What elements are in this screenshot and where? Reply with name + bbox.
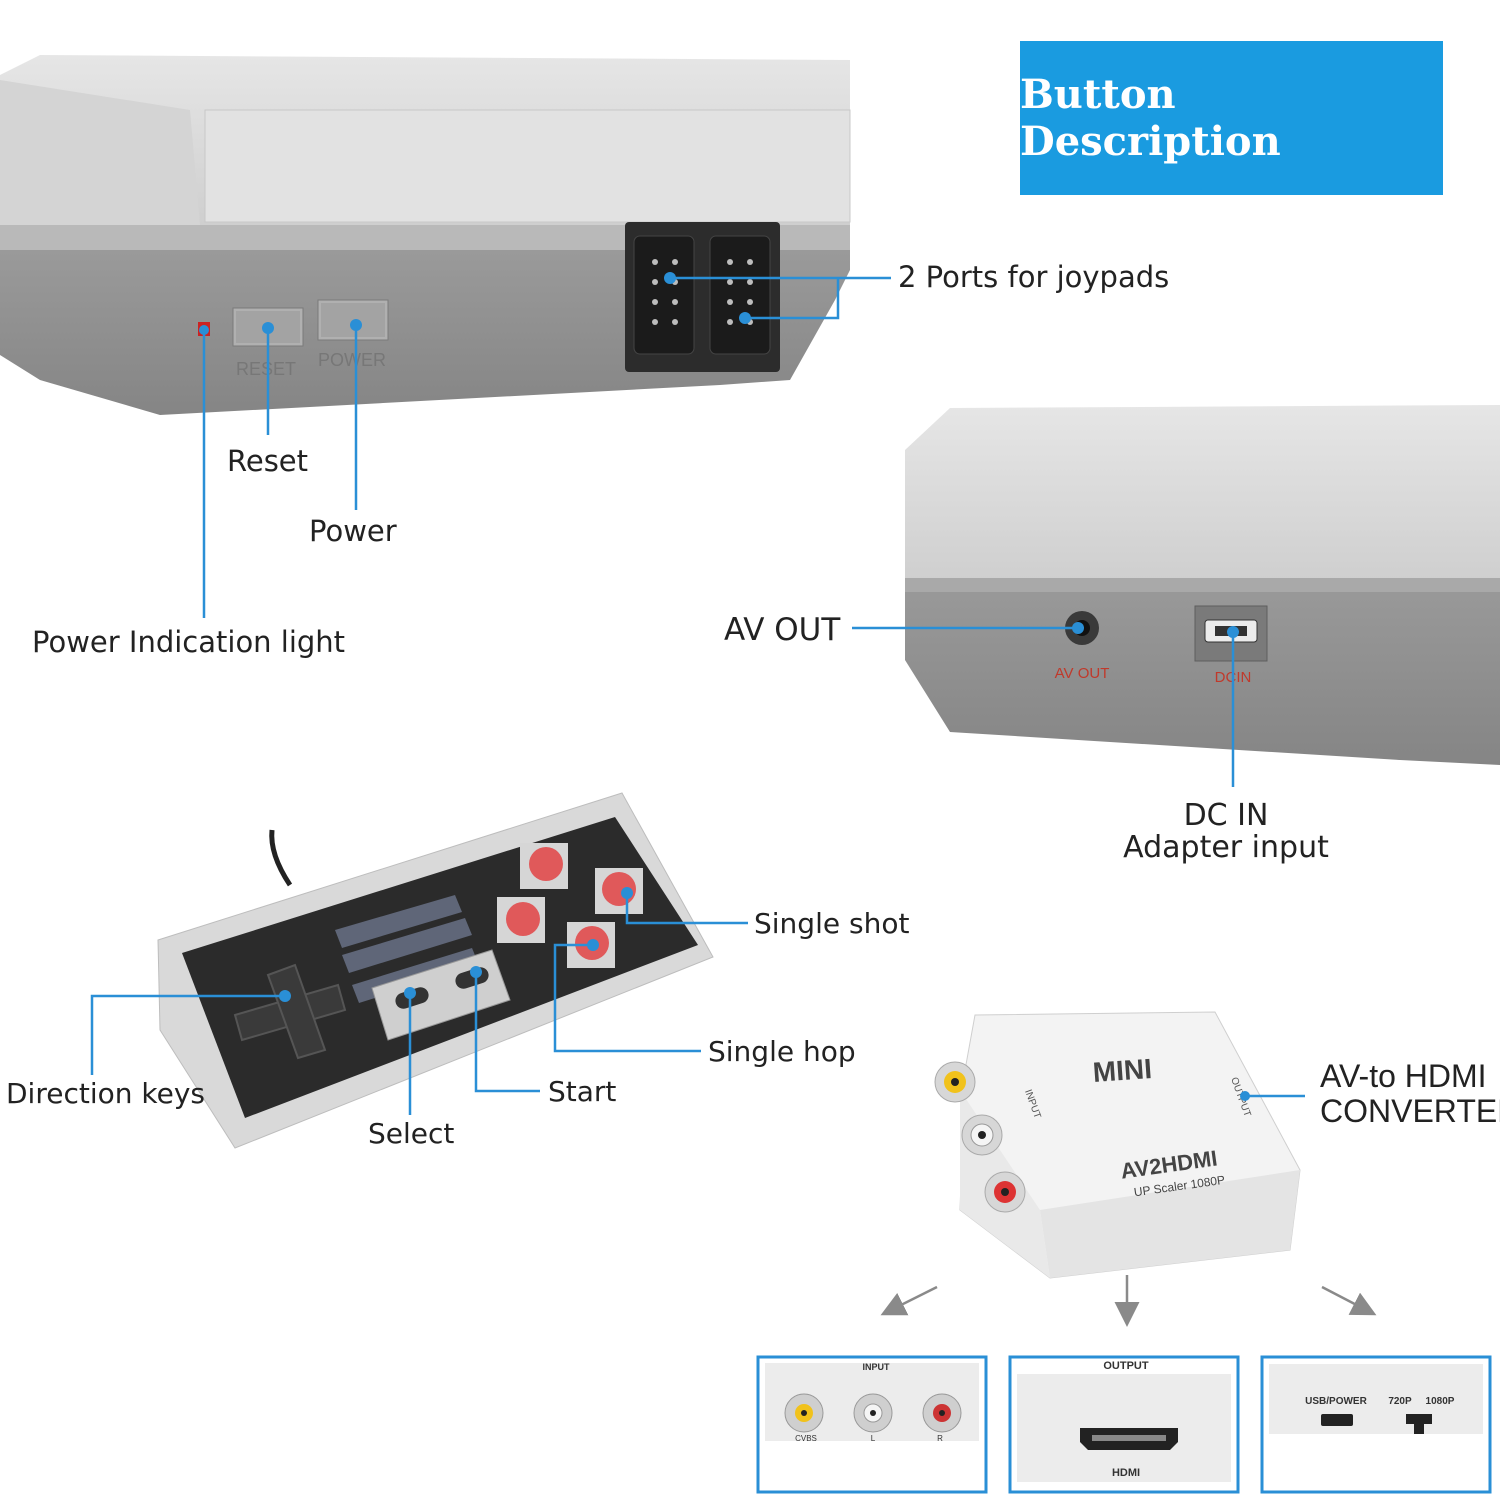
svg-text:USB/POWER: USB/POWER — [1305, 1396, 1367, 1407]
av-out-label: AV OUT — [724, 612, 841, 648]
console-back-callout-lines — [852, 626, 1235, 787]
select-label: Select — [368, 1117, 454, 1150]
svg-text:720P: 720P — [1388, 1396, 1412, 1407]
single-hop-label: Single hop — [708, 1035, 856, 1068]
svg-text:RESET: RESET — [236, 359, 296, 379]
converter-label-line2: CONVERTER — [1320, 1093, 1500, 1129]
console-back: AV OUT DCIN — [905, 405, 1500, 765]
detail-arrows — [880, 1275, 1377, 1327]
converter-label-line1: AV-to HDMI — [1320, 1058, 1487, 1094]
power-button: POWER — [317, 299, 389, 370]
svg-text:CVBS: CVBS — [795, 1434, 817, 1443]
single-shot-label: Single shot — [754, 907, 909, 940]
console-front-callout-lines — [202, 276, 891, 618]
svg-text:MINI: MINI — [1092, 1053, 1153, 1088]
svg-text:INPUT: INPUT — [863, 1362, 891, 1372]
action-buttons — [497, 843, 643, 968]
dc-in-label: DC IN — [1184, 798, 1269, 833]
svg-text:1080P: 1080P — [1426, 1396, 1455, 1407]
power-label: Power — [309, 514, 397, 548]
svg-text:HDMI: HDMI — [1112, 1467, 1140, 1479]
direction-keys-label: Direction keys — [6, 1077, 205, 1110]
power-indication-label: Power Indication light — [32, 625, 345, 659]
svg-text:L: L — [871, 1434, 876, 1443]
svg-text:POWER: POWER — [318, 350, 386, 370]
joypad-ports — [625, 222, 780, 372]
av2hdmi-converter: MINI AV2HDMI UP Scaler 1080P INPUT OUTPU… — [934, 1011, 1301, 1279]
detail-panel-power: USB/POWER 720P 1080P — [1260, 1355, 1492, 1494]
controller-callout-lines — [90, 893, 748, 1115]
rca-jacks — [934, 1061, 1026, 1213]
controller — [157, 792, 714, 1149]
page-title: Button Description — [1020, 71, 1281, 165]
detail-panel-input: INPUT CVBS L R — [756, 1355, 988, 1494]
ports-label: 2 Ports for joypads — [898, 260, 1169, 294]
svg-text:AV OUT: AV OUT — [1055, 665, 1110, 682]
svg-text:OUTPUT: OUTPUT — [1103, 1360, 1149, 1372]
title-banner: Button Description — [1020, 41, 1443, 195]
adapter-input-label: Adapter input — [1123, 830, 1329, 865]
detail-panel-output: OUTPUT HDMI — [1008, 1355, 1240, 1494]
start-label: Start — [548, 1075, 616, 1108]
console-front: RESET POWER — [0, 55, 851, 415]
svg-text:R: R — [937, 1434, 943, 1443]
reset-label: Reset — [227, 444, 308, 478]
